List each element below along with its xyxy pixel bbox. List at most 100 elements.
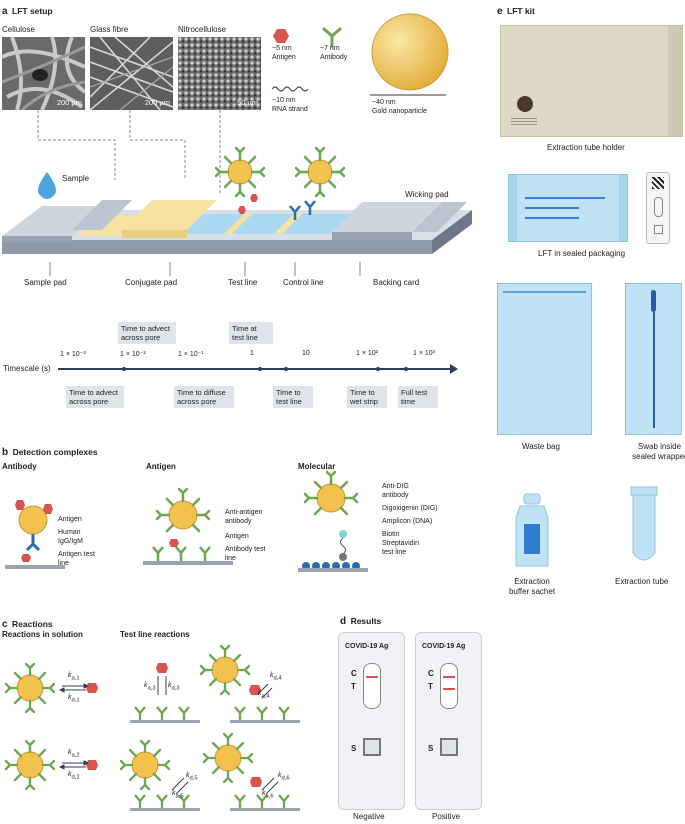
gold-scale-line xyxy=(370,94,446,96)
panel-e-heading: e LFT kit xyxy=(497,6,535,17)
tick-10: 10 xyxy=(302,350,310,357)
rate-kd5: kd,5 xyxy=(186,772,198,782)
antigen-icon xyxy=(273,29,289,43)
timescale-below-advect: Time to advect across pore xyxy=(66,386,124,408)
timescale-above-test-line: Time at test line xyxy=(229,322,273,344)
material-label-cellulose: Cellulose xyxy=(2,25,35,34)
lft-sealed-packaging xyxy=(508,174,628,242)
material-label-glass-fibre: Glass fibre xyxy=(90,25,129,34)
glass-fibre-micrograph: 200 µm xyxy=(90,37,173,110)
material-label-nitrocellulose: Nitrocellulose xyxy=(178,25,227,34)
molecular-complex-icon xyxy=(298,470,368,572)
timescale-below-test-line: Time to test line xyxy=(273,386,313,408)
caption-waste-bag: Waste bag xyxy=(522,442,560,451)
timescale-below-full-test: Full test time xyxy=(398,386,438,408)
testline-heading: Test line reactions xyxy=(120,630,190,639)
result-card-negative: COVID-19 Ag C T S xyxy=(338,632,405,810)
antigen-name: Antigen xyxy=(272,54,296,61)
rate-kd4: kd,4 xyxy=(270,672,282,682)
rate-kd2: kd,2 xyxy=(68,771,80,781)
glass-fibre-scale-bar: 200 µm xyxy=(144,98,170,107)
molecular-label-biotin: Biotin xyxy=(382,531,400,538)
negative-t-label: T xyxy=(351,682,356,691)
rate-ka6: ka,6 xyxy=(262,790,274,800)
reactions-diagram xyxy=(4,644,300,811)
positive-c-label: C xyxy=(428,669,434,678)
antigen-label-antigen: Antigen xyxy=(225,533,249,540)
positive-t-label: T xyxy=(428,682,433,691)
nitrocellulose-micrograph: 50 µm xyxy=(178,37,261,110)
tick-1: 1 xyxy=(250,350,254,357)
gold-nanoparticle-icon xyxy=(371,13,449,91)
positive-test-line xyxy=(443,688,455,690)
extraction-tube-holder xyxy=(500,25,683,137)
negative-sample-well xyxy=(363,738,381,756)
antigen-complex-icon xyxy=(143,487,233,565)
swab-tip-icon xyxy=(651,290,656,312)
molecular-label-anti-dig: Anti-DIG antibody xyxy=(382,483,409,499)
negative-c-label: C xyxy=(351,669,357,678)
result-card-positive: COVID-19 Ag C T S xyxy=(415,632,482,810)
rate-kd3: kd,3 xyxy=(168,682,180,692)
strip-complexes xyxy=(214,146,346,220)
antigen-label-test-line: Antibody test line xyxy=(225,546,266,562)
positive-control-line xyxy=(443,676,455,678)
antigen-label-anti-antigen: Anti-antigen antibody xyxy=(225,509,263,525)
negative-result-window xyxy=(363,663,381,709)
tick-1e-1: 1 × 10⁻¹ xyxy=(178,351,204,358)
swab-wrapper xyxy=(625,283,682,435)
antibody-label-test-line: Antigen test line xyxy=(58,551,95,567)
panel-b-heading: b Detection complexes xyxy=(2,447,98,458)
solution-heading: Reactions in solution xyxy=(2,630,83,639)
negative-control-line xyxy=(366,676,378,678)
conjugate-pad-label: Conjugate pad xyxy=(125,278,178,287)
antibody-complex-icon xyxy=(5,500,65,569)
rna-size: ~10 nm xyxy=(272,97,296,104)
timescale-below-wet-strip: Time to wet strip xyxy=(347,386,387,408)
sample-pad-label: Sample pad xyxy=(24,278,67,287)
gold-name: Gold nanoparticle xyxy=(372,108,427,115)
strip-label-leaders xyxy=(49,262,361,276)
negative-card-header: COVID-19 Ag xyxy=(345,643,389,650)
rate-ka1: ka,1 xyxy=(68,672,80,682)
control-line-label: Control line xyxy=(283,278,324,287)
panel-a-heading: a LFT setup xyxy=(2,6,53,17)
rate-ka2: ka,2 xyxy=(68,749,80,759)
rate-ka3: ka,3 xyxy=(144,682,156,692)
antibody-heading: Antibody xyxy=(2,462,37,471)
molecular-label-streptavidin: Streptavidin test line xyxy=(382,540,419,556)
lft-strip-diagram xyxy=(2,200,472,254)
micrograph-connectors xyxy=(37,110,221,195)
positive-card-header: COVID-19 Ag xyxy=(422,643,466,650)
sample-label: Sample xyxy=(62,174,90,183)
antibody-name: Antibody xyxy=(320,54,348,61)
rna-name: RNA strand xyxy=(272,106,308,113)
antibody-label-antigen: Antigen xyxy=(58,516,82,523)
gold-size: ~40 nm xyxy=(372,99,396,106)
rate-kd6: kd,6 xyxy=(278,772,290,782)
positive-s-label: S xyxy=(428,744,434,753)
caption-extraction-tube: Extraction tube xyxy=(615,577,669,586)
rate-ka4: ka,4 xyxy=(258,690,270,700)
cellulose-micrograph: 200 µm xyxy=(2,37,85,110)
molecular-label-dig: Digoxigenin (DIG) xyxy=(382,505,438,512)
panel-c-heading: c Reactions xyxy=(2,619,53,630)
backing-card-label: Backing card xyxy=(373,278,420,287)
antibody-icon xyxy=(322,27,342,48)
positive-sample-well xyxy=(440,738,458,756)
molecular-heading: Molecular xyxy=(298,462,336,471)
lft-cassette xyxy=(646,172,670,244)
rna-strand-icon xyxy=(271,86,309,92)
caption-buffer-sachet: Extraction buffer sachet xyxy=(508,577,556,596)
antibody-size: ~7 nm xyxy=(320,45,340,52)
negative-s-label: S xyxy=(351,744,357,753)
positive-result-window xyxy=(440,663,458,709)
antigen-heading: Antigen xyxy=(146,462,176,471)
negative-caption: Negative xyxy=(353,812,385,821)
antigen-size: ~5 nm xyxy=(272,45,292,52)
holder-hole-icon xyxy=(517,96,533,112)
cellulose-scale-bar: 200 µm xyxy=(56,98,82,107)
sample-drop-icon xyxy=(38,172,56,199)
extraction-buffer-sachet xyxy=(515,493,549,567)
extraction-tube xyxy=(630,486,658,561)
